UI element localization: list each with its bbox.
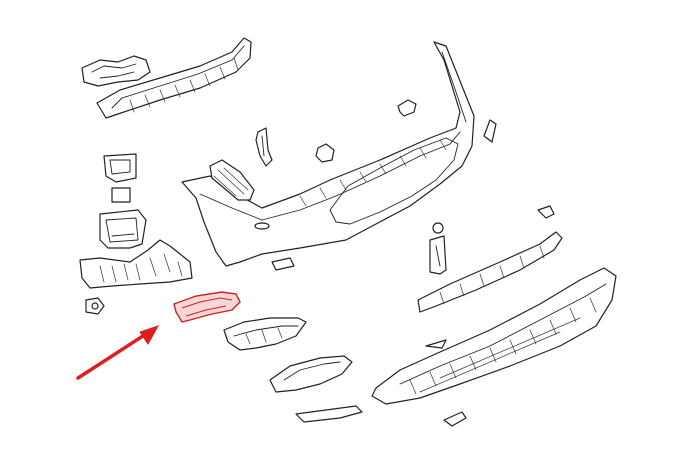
cover-clip-top[interactable]	[397, 99, 417, 117]
left-small-bracket[interactable]	[111, 187, 131, 203]
tall-mounting-bracket[interactable]	[255, 127, 273, 167]
upper-reinforcement-bar[interactable]	[96, 37, 252, 119]
reflector-tab[interactable]	[483, 119, 497, 143]
small-triangle-tab[interactable]	[425, 339, 447, 349]
upper-left-small-bracket[interactable]	[81, 55, 151, 87]
side-clip[interactable]	[271, 257, 295, 271]
round-bushing[interactable]	[85, 297, 105, 315]
pointer-arrow	[76, 325, 160, 380]
fog-lamp-housing[interactable]	[99, 209, 147, 249]
lower-reinforcement-rail[interactable]	[417, 231, 563, 313]
bottom-small-tab[interactable]	[443, 411, 467, 427]
underbody-splash-shield[interactable]	[371, 267, 617, 405]
chrome-strip[interactable]	[295, 405, 363, 423]
lower-left-bracket[interactable]	[173, 291, 241, 323]
cover-clip-small[interactable]	[315, 143, 335, 163]
side-ribbed-bracket[interactable]	[209, 159, 255, 201]
center-vertical-bracket[interactable]	[429, 222, 447, 275]
lower-left-mounting-bracket[interactable]	[79, 239, 193, 289]
bumper-cover[interactable]	[181, 41, 475, 267]
fog-light-trim[interactable]	[269, 355, 353, 393]
lower-grille-bracket[interactable]	[223, 317, 307, 351]
left-clip-bracket[interactable]	[103, 153, 137, 183]
right-small-bracket[interactable]	[537, 205, 555, 219]
